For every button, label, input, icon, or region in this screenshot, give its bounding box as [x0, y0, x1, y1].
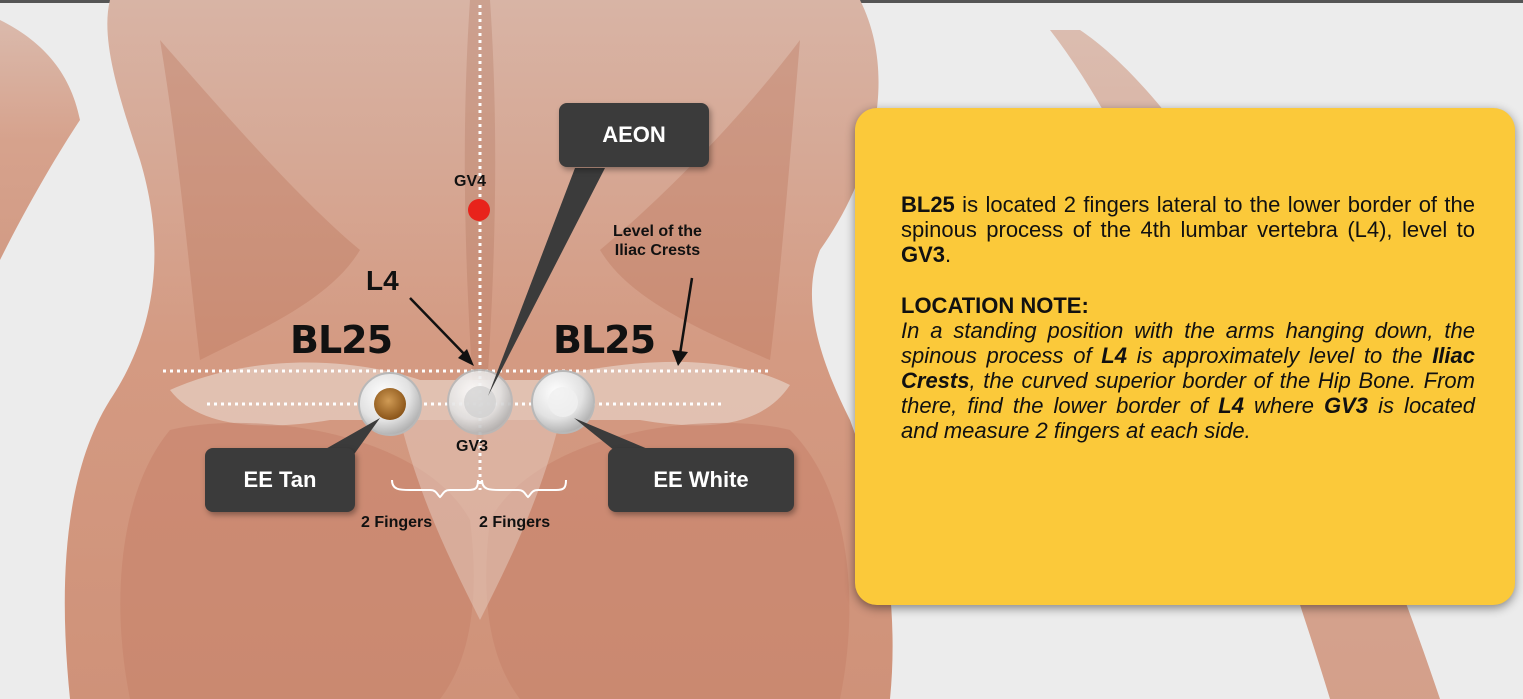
l4-label: L4 [366, 265, 399, 297]
location-description: BL25 is located 2 fingers lateral to the… [901, 192, 1475, 267]
fingers-right-label: 2 Fingers [479, 513, 550, 532]
note-text-4: where [1244, 393, 1324, 418]
bl25-term: BL25 [901, 192, 955, 217]
iliac-line-2: Iliac Crests [613, 241, 702, 260]
gv4-point [468, 199, 490, 221]
location-note-body: In a standing position with the arms han… [901, 318, 1475, 443]
ee-white-label: EE White [653, 467, 748, 493]
gv3-term: GV3 [901, 242, 945, 267]
gv3-label: GV3 [456, 437, 488, 456]
ee-tan-callout: EE Tan [205, 448, 355, 512]
description-text-2: . [945, 242, 951, 267]
iliac-crest-label: Level of the Iliac Crests [613, 222, 702, 260]
description-text-1: is located 2 fingers lateral to the lowe… [901, 192, 1475, 242]
aeon-callout: AEON [559, 103, 709, 167]
note-l4-term-2: L4 [1218, 393, 1244, 418]
info-box: BL25 is located 2 fingers lateral to the… [855, 108, 1515, 605]
note-l4-term: L4 [1101, 343, 1127, 368]
iliac-line-1: Level of the [613, 222, 702, 241]
bead-center-aeon [448, 370, 512, 434]
bl25-right-label: BL25 [553, 318, 655, 362]
location-note-heading: LOCATION NOTE: [901, 293, 1475, 318]
note-text-2: is approximately level to the [1127, 343, 1432, 368]
ee-white-callout: EE White [608, 448, 794, 512]
note-gv3-term: GV3 [1324, 393, 1368, 418]
bl25-left-label: BL25 [290, 318, 392, 362]
ee-tan-label: EE Tan [244, 467, 317, 493]
fingers-left-label: 2 Fingers [361, 513, 432, 532]
aeon-label: AEON [602, 122, 666, 148]
left-arm [0, 20, 80, 260]
gv4-label: GV4 [454, 172, 486, 191]
